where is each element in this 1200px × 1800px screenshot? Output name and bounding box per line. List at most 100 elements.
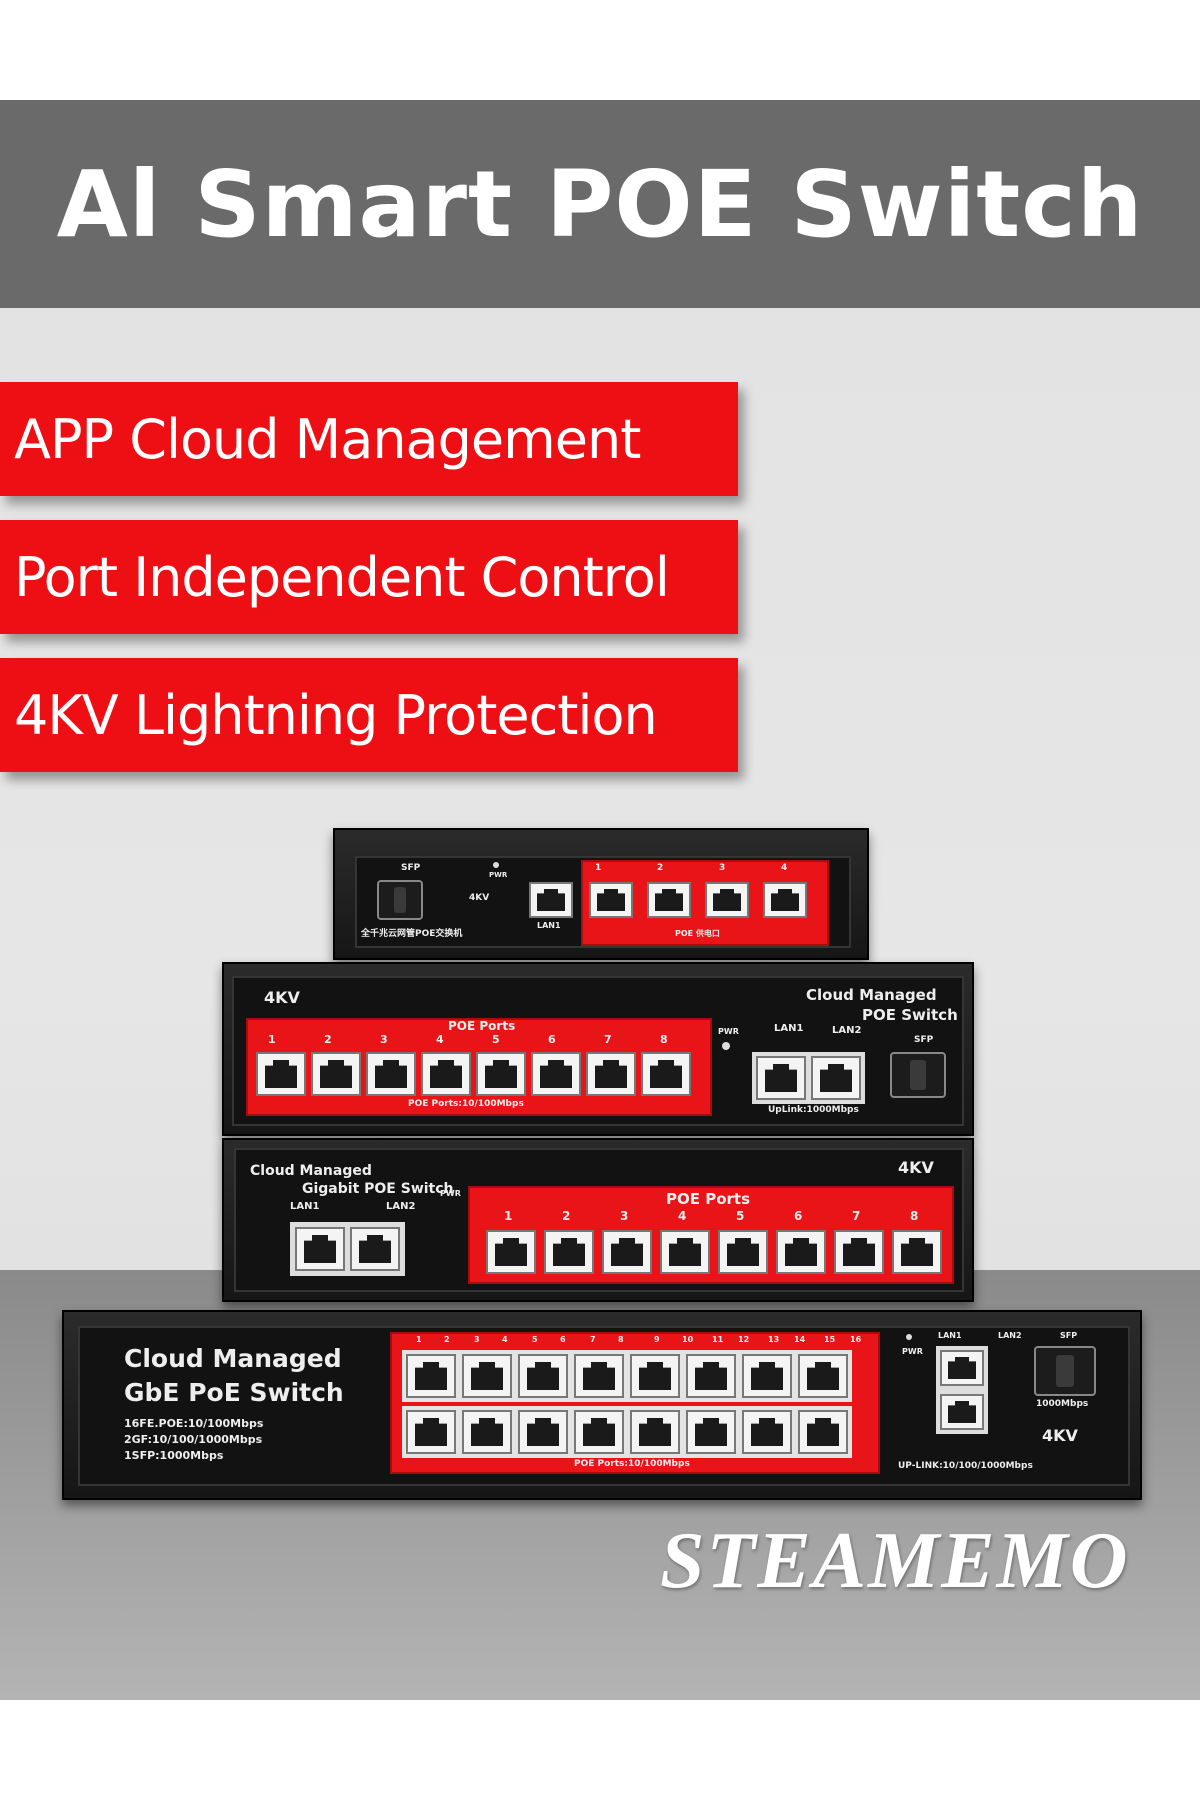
uplink-caption: UP-LINK:10/100/1000Mbps (898, 1461, 1033, 1471)
switch-front-panel: Cloud Managed Gigabit POE Switch LAN1 LA… (234, 1148, 964, 1292)
poe-port (589, 882, 633, 918)
sfp-slot (890, 1052, 946, 1098)
port-number: 4 (678, 1209, 687, 1223)
poe-port (406, 1354, 456, 1398)
poe-port (462, 1354, 512, 1398)
port-number: 3 (620, 1209, 629, 1223)
poe-port (366, 1052, 416, 1096)
port-number: 1 (268, 1033, 276, 1046)
lan1-label: LAN1 (774, 1023, 804, 1034)
poe-port (705, 882, 749, 918)
uplink-port-row (752, 1052, 865, 1104)
port-number: 5 (492, 1033, 500, 1046)
brand-name: STEAMEMO (660, 1517, 1130, 1605)
poe-port (574, 1410, 624, 1454)
poe-port-block: POE Ports 1 2 3 4 5 6 7 8 POE Ports:10/1… (246, 1018, 712, 1116)
poe-port (686, 1354, 736, 1398)
poe-port (742, 1410, 792, 1454)
poe-port (763, 882, 807, 918)
lan-label: LAN1 (537, 921, 561, 930)
lan-port-row (290, 1222, 405, 1276)
page-title: Al Smart POE Switch (56, 150, 1144, 258)
switch-front-panel: SFP PWR 4KV 全千兆云网管POE交换机 LAN1 1 2 3 4 PO… (355, 856, 851, 948)
poe-port-row-bottom (402, 1406, 852, 1458)
pwr-label: PWR (489, 871, 508, 879)
port-number: 6 (560, 1335, 566, 1344)
title-banner: Al Smart POE Switch (0, 100, 1200, 308)
uplink-caption: UpLink:1000Mbps (768, 1105, 859, 1115)
4kv-label: 4KV (898, 1158, 934, 1177)
port-number: 11 (712, 1335, 724, 1344)
port-number: 2 (324, 1033, 332, 1046)
port-number: 10 (682, 1335, 694, 1344)
poe-caption: POE 供电口 (675, 929, 720, 938)
4kv-label: 4KV (469, 893, 490, 903)
poe-port (742, 1354, 792, 1398)
poe-title: POE Ports (666, 1190, 751, 1208)
port-number: 1 (595, 863, 602, 873)
product-title-line2: GbE PoE Switch (124, 1378, 344, 1407)
uplink-port-stack (936, 1346, 988, 1434)
sfp-slot (377, 880, 423, 920)
port-number: 4 (502, 1335, 508, 1344)
poe-port (686, 1410, 736, 1454)
poe-title: POE Ports (448, 1019, 516, 1033)
switch-8-port-a: 4KV Cloud Managed POE Switch POE Ports 1… (222, 962, 974, 1136)
poe-port (486, 1230, 536, 1274)
product-title-line1: Cloud Managed (806, 986, 937, 1004)
port-number: 6 (548, 1033, 556, 1046)
uplink-port (940, 1350, 984, 1386)
spec-gigabit: 2GF:10/100/1000Mbps (124, 1433, 263, 1446)
port-number: 3 (380, 1033, 388, 1046)
poe-port (602, 1230, 652, 1274)
feature-label: APP Cloud Management (14, 407, 641, 471)
port-number: 7 (604, 1033, 612, 1046)
port-number: 8 (660, 1033, 668, 1046)
port-number: 15 (824, 1335, 836, 1344)
port-number: 2 (657, 863, 664, 873)
port-number: 4 (781, 863, 788, 873)
port-number: 7 (590, 1335, 596, 1344)
switch-front-panel: Cloud Managed GbE PoE Switch 16FE.POE:10… (78, 1326, 1130, 1486)
poe-port (834, 1230, 884, 1274)
poe-port-row (486, 1230, 942, 1274)
port-number: 8 (910, 1209, 919, 1223)
poe-caption: POE Ports:10/100Mbps (408, 1099, 524, 1109)
poe-port (647, 882, 691, 918)
sfp-label: SFP (401, 863, 421, 873)
poe-port-row-top (402, 1350, 852, 1402)
product-title-line1: Cloud Managed (250, 1163, 372, 1179)
pwr-led (493, 862, 499, 868)
lan2-label: LAN2 (386, 1201, 416, 1212)
poe-port (641, 1052, 691, 1096)
port-number: 3 (474, 1335, 480, 1344)
port-number: 1 (504, 1209, 513, 1223)
pwr-label: PWR (718, 1027, 739, 1036)
product-name-cn: 全千兆云网管POE交换机 (361, 929, 463, 939)
port-number: 14 (794, 1335, 806, 1344)
poe-port (462, 1410, 512, 1454)
product-title-line2: POE Switch (862, 1006, 958, 1024)
port-number: 2 (562, 1209, 571, 1223)
poe-port (586, 1052, 636, 1096)
uplink-port (811, 1056, 861, 1100)
poe-port-row (589, 882, 807, 918)
poe-port-block: POE Ports 1 2 3 4 5 6 7 8 (468, 1186, 954, 1284)
lan2-label: LAN2 (998, 1331, 1022, 1340)
sfp-slot (1034, 1346, 1096, 1396)
poe-port (531, 1052, 581, 1096)
poe-port (311, 1052, 361, 1096)
uplink-port (756, 1056, 806, 1100)
poe-port (798, 1354, 848, 1398)
port-number: 16 (850, 1335, 862, 1344)
lan2-label: LAN2 (832, 1025, 862, 1036)
spec-poe: 16FE.POE:10/100Mbps (124, 1417, 264, 1430)
feature-banner-port-control: Port Independent Control (0, 520, 738, 634)
4kv-label: 4KV (264, 988, 300, 1007)
poe-port (630, 1410, 680, 1454)
port-number: 6 (794, 1209, 803, 1223)
uplink-port (940, 1394, 984, 1430)
poe-port-block: 1 2 3 4 POE 供电口 (581, 860, 829, 946)
poe-port (421, 1052, 471, 1096)
poe-port (476, 1052, 526, 1096)
